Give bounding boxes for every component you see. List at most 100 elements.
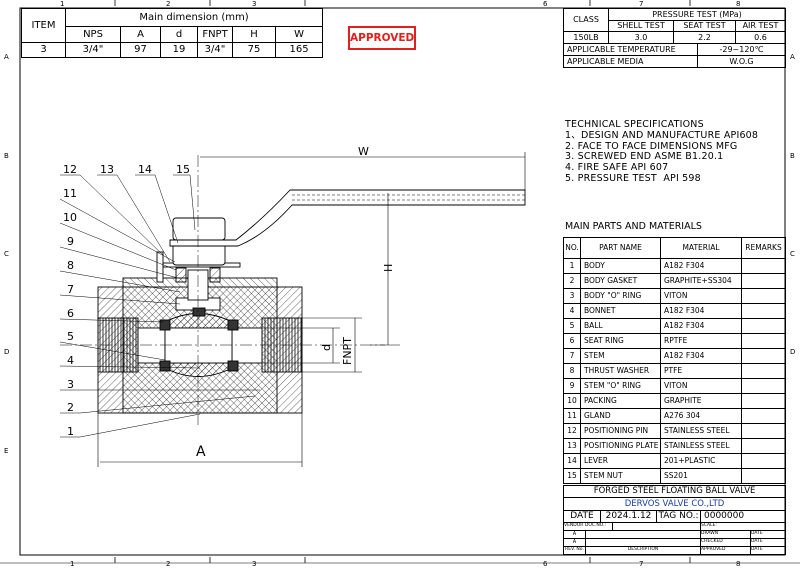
part-name: THRUST WASHER [580,363,661,379]
column-marker: 7 [639,0,643,8]
rev-no-label: REV. No. [563,546,586,555]
tag-label: TAG NO.: [656,510,701,523]
callout-14: 14 [138,163,152,176]
dimension-w-label: W [358,145,369,158]
part-number: 4 [563,303,581,319]
date-value: 2024.1.12 [600,510,657,523]
spec-item: 4. FIRE SAFE API 607 [565,162,669,174]
value-fnpt: 3/4" [197,42,233,58]
spec-title: TECHNICAL SPECIFICATIONS [565,119,704,130]
part-number: 9 [563,378,581,394]
column-marker: 3 [252,560,256,568]
pressure-test-header: PRESSURE TEST (MPa) [607,8,787,21]
column-marker: 6 [543,0,548,8]
scale-label: SCALE: [699,522,787,531]
approved-date-label: DATE [749,546,787,555]
date-label: DATE [563,510,601,523]
callout-11: 11 [63,187,77,200]
row-marker: A [4,53,9,61]
callout-15: 15 [176,163,190,176]
part-material: STAINLESS STEEL [660,438,742,454]
part-material: VITON [660,288,742,304]
dimension-a-label: A [196,444,206,460]
row-marker: C [4,250,9,258]
header-a: A [120,26,161,43]
title-block: FORGED STEEL FLOATING BALL VALVE DERVOS … [562,485,787,555]
callout-2: 2 [67,401,74,414]
row-marker: E [4,447,8,455]
row-marker: B [790,152,795,160]
dimension-d-label: d [320,344,333,351]
row-marker: C [790,250,795,258]
callout-3: 3 [67,378,74,391]
part-material: RPTFE [660,333,742,349]
air-test-value: 0.6 [734,31,787,44]
header-material: MATERIAL [660,237,742,259]
header-part-name: PART NAME [580,237,661,259]
valve-body [97,189,526,414]
part-number: 15 [563,468,581,484]
part-name: BODY "O" RING [580,288,661,304]
rev-mark: A [563,538,586,547]
part-material: A276 304 [660,408,742,424]
vendor-doc-label: VENDOR DOC.NO.: [563,522,613,531]
column-marker: 2 [166,0,170,8]
part-remarks [741,288,786,304]
value-w: 165 [274,42,324,58]
row-marker: B [4,152,9,160]
approved-stamp: APPROVED [348,26,416,50]
row-marker: A [790,53,795,61]
header-no: NO. [563,237,581,259]
part-remarks [741,408,786,424]
callout-10: 10 [63,211,77,224]
shell-test-header: SHELL TEST [608,20,674,32]
part-material: GRAPHITE [660,393,742,409]
part-remarks [741,363,786,379]
drawn-date-label: DATE [749,530,787,539]
description-label: DESCRIPTION [585,546,701,555]
part-remarks [741,333,786,349]
part-number: 8 [563,363,581,379]
part-remarks [741,438,786,454]
column-marker: 7 [639,560,643,568]
part-remarks [741,378,786,394]
part-name: POSITIONING PLATE [580,438,661,454]
value-h: 75 [232,42,276,58]
part-material: A182 F304 [660,318,742,334]
media-label: APPLICABLE MEDIA [563,55,698,68]
callout-9: 9 [67,235,74,248]
column-marker: 8 [736,560,740,568]
callout-12: 12 [63,163,77,176]
part-number: 1 [563,258,581,274]
temperature-value: -29~120℃ [696,43,787,56]
value-nps: 3/4" [65,42,121,58]
tag-value: 0000000 [699,510,787,523]
part-material: 201+PLASTIC [660,453,742,469]
part-remarks [741,258,786,274]
part-number: 7 [563,348,581,364]
header-d: d [160,26,198,43]
drawn-label: DRAWN [700,530,751,539]
part-number: 11 [563,408,581,424]
column-marker: 8 [736,0,740,8]
part-name: BODY [580,258,661,274]
part-name: PACKING [580,393,661,409]
part-number: 10 [563,393,581,409]
part-remarks [741,318,786,334]
part-material: GRAPHITE+SS304 [660,273,742,289]
part-number: 6 [563,333,581,349]
part-name: STEM NUT [580,468,661,484]
company-name: DERVOS VALVE CO.,LTD [562,497,787,511]
approved-label: APPROVED [700,546,751,555]
part-material: SS201 [660,468,742,484]
